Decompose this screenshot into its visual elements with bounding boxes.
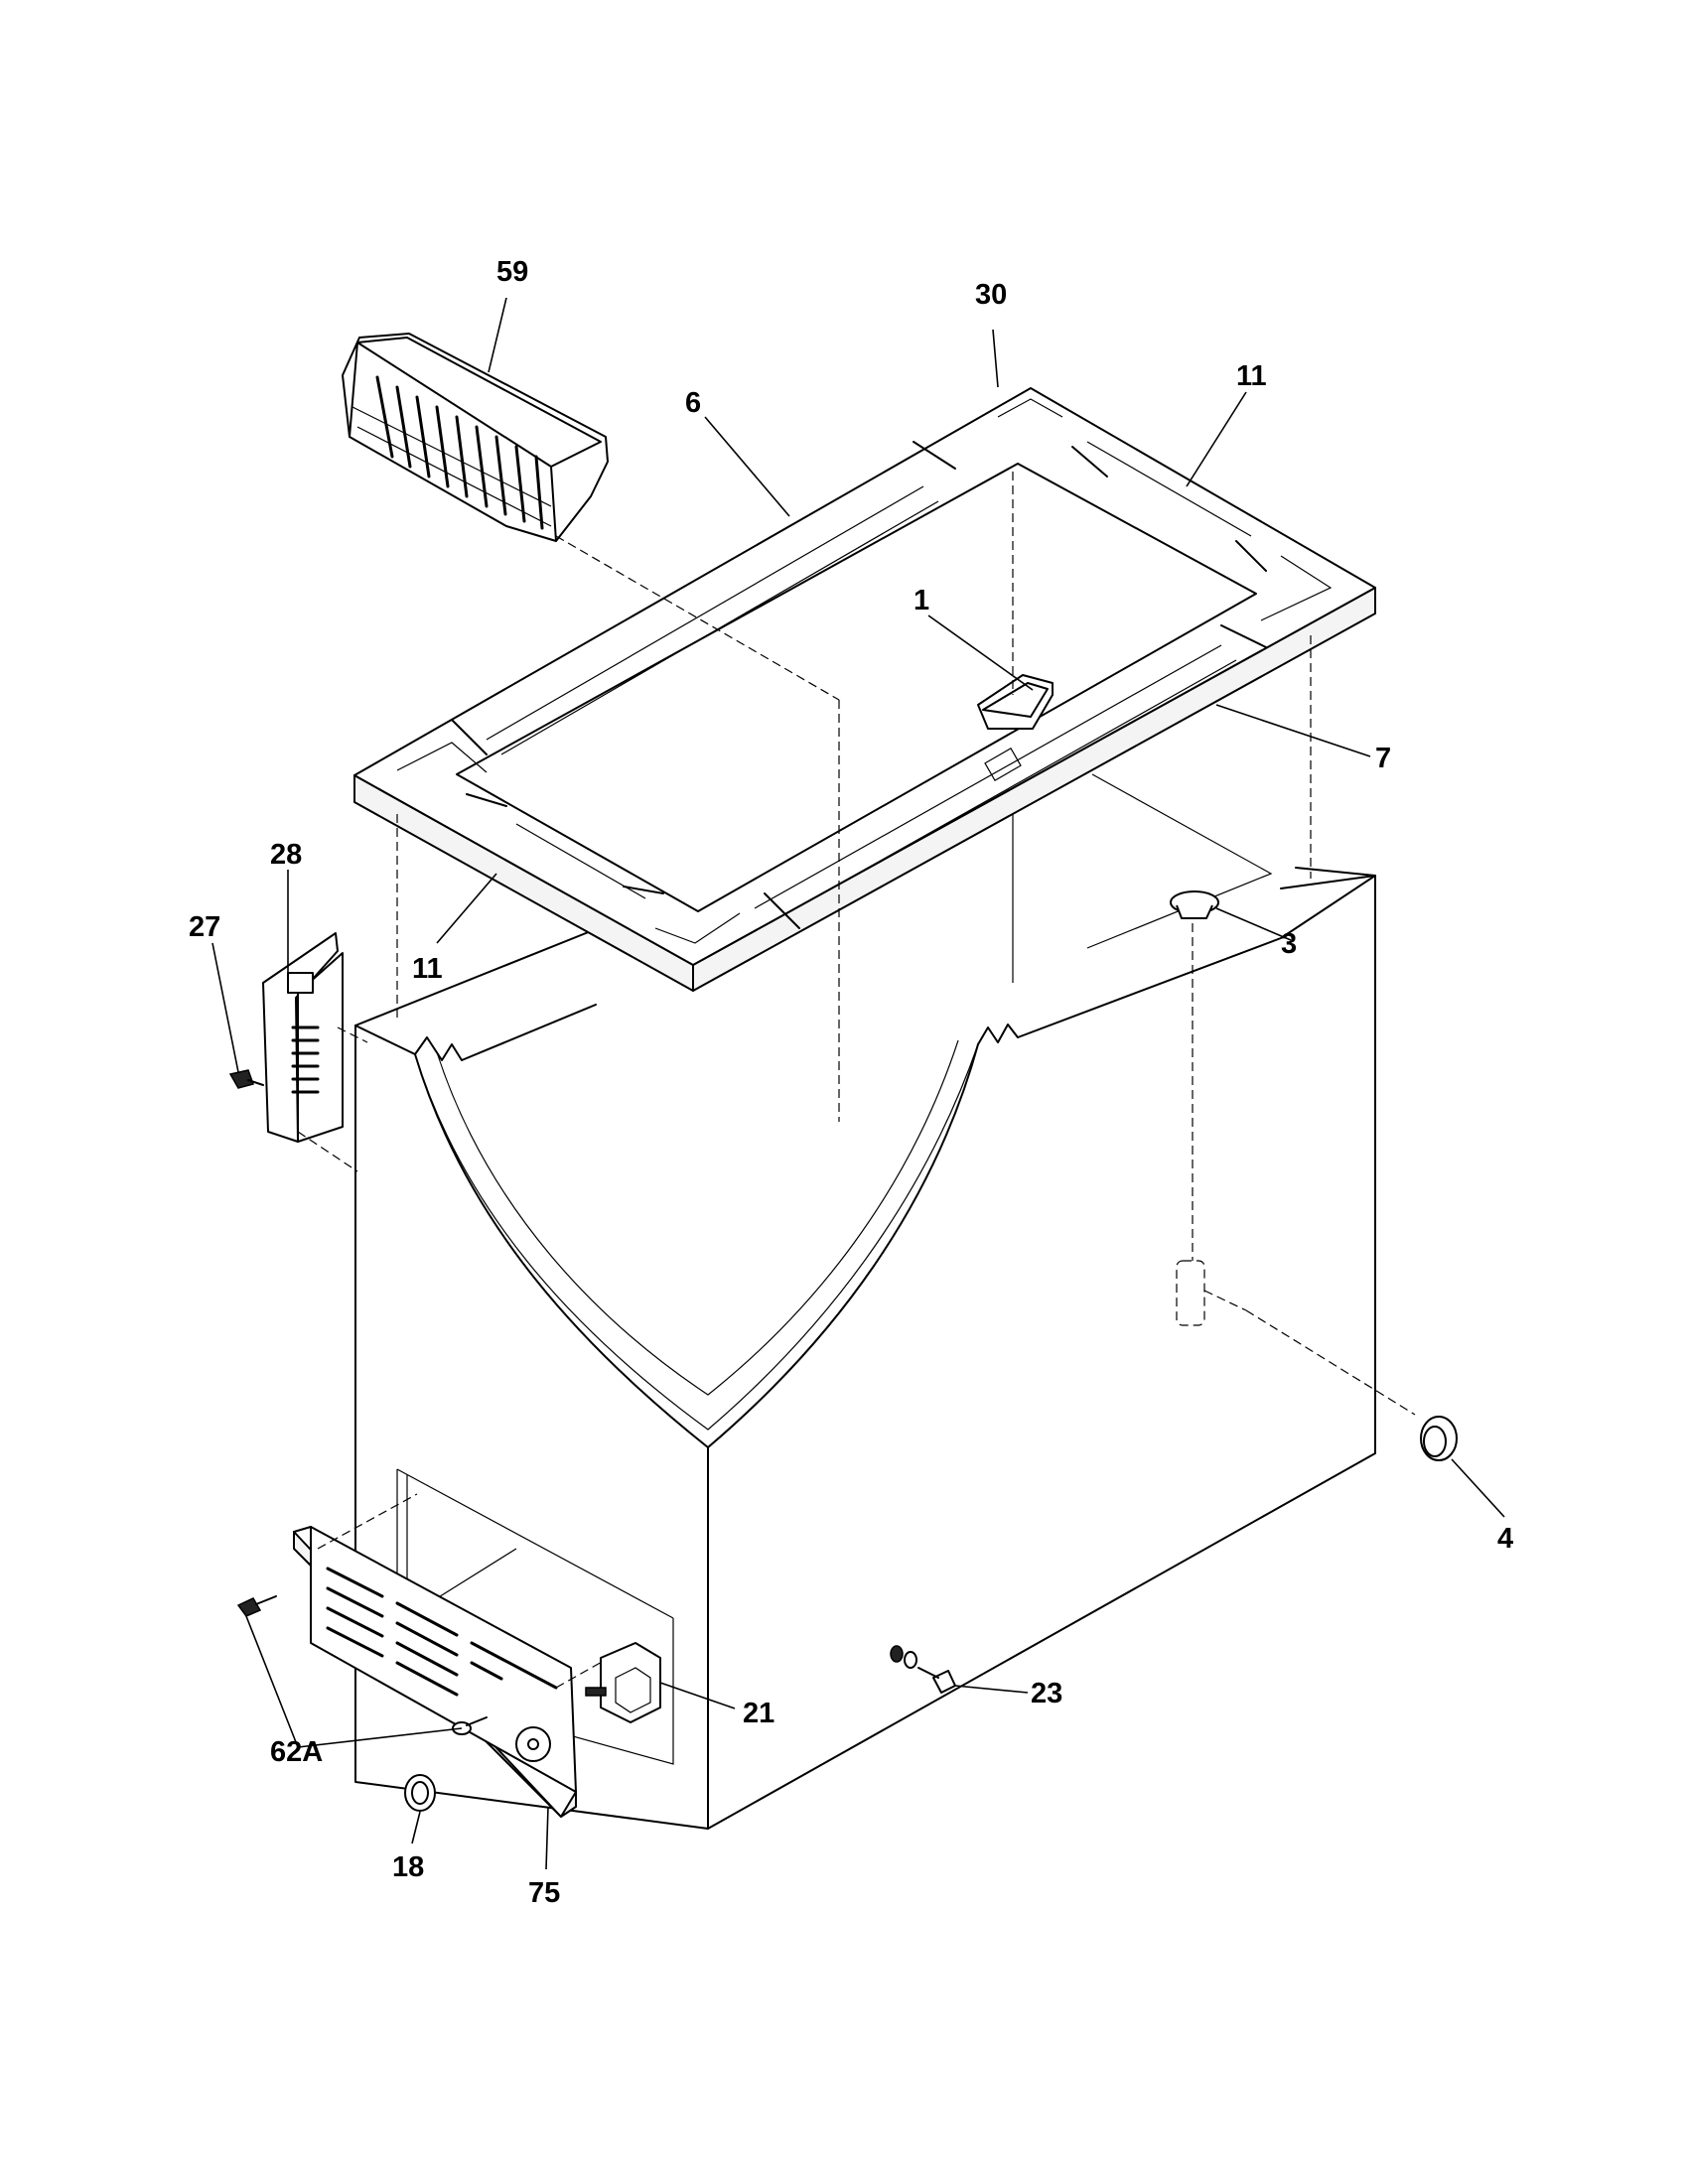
callout-62A: 62A bbox=[270, 1736, 323, 1768]
callout-11-top: 11 bbox=[1236, 360, 1267, 392]
callout-23: 23 bbox=[1031, 1678, 1062, 1709]
freezer-cabinet bbox=[354, 695, 1376, 1830]
callout-27: 27 bbox=[189, 911, 220, 943]
callout-4: 4 bbox=[1497, 1523, 1513, 1555]
part-28-hinge bbox=[262, 932, 368, 1172]
callout-11-bottom: 11 bbox=[412, 953, 443, 985]
part-1-handle bbox=[977, 674, 1054, 781]
callouts: 59 30 11 6 1 7 28 27 11 3 4 21 23 62A 18… bbox=[189, 256, 1513, 1909]
part-27-screw bbox=[228, 1069, 264, 1089]
drain-tube bbox=[1176, 923, 1416, 1416]
callout-1: 1 bbox=[914, 585, 929, 616]
part-23-bolt bbox=[890, 1645, 956, 1694]
part-59-basket bbox=[342, 333, 609, 542]
callout-7: 7 bbox=[1375, 743, 1391, 774]
grille-vents bbox=[326, 1567, 558, 1697]
part-18-knob bbox=[404, 1774, 436, 1812]
part-21-control bbox=[585, 1642, 661, 1723]
callout-59: 59 bbox=[496, 256, 528, 288]
hinge-spring bbox=[291, 1025, 320, 1094]
part-75-grille bbox=[293, 1493, 636, 1818]
callout-28: 28 bbox=[270, 839, 302, 871]
callout-3: 3 bbox=[1281, 928, 1297, 960]
callout-6: 6 bbox=[685, 387, 701, 419]
lid-gasket-frame bbox=[353, 387, 1376, 992]
callout-18: 18 bbox=[392, 1851, 424, 1883]
part-3-drain-plug bbox=[1170, 890, 1219, 919]
leader-lines bbox=[211, 297, 1505, 1870]
callout-21: 21 bbox=[743, 1698, 774, 1729]
part-4-drain-cap bbox=[1420, 1416, 1458, 1461]
callout-30: 30 bbox=[975, 279, 1007, 311]
callout-75: 75 bbox=[528, 1877, 560, 1909]
assembly-lines bbox=[396, 472, 1312, 1122]
